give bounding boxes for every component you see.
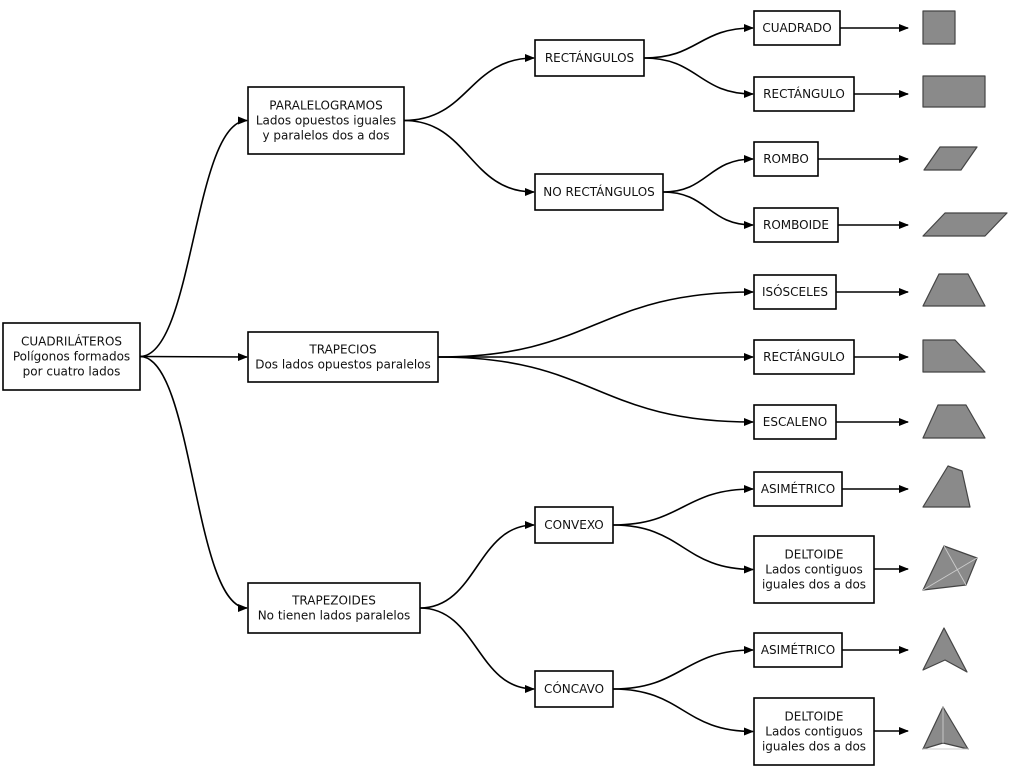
node-title: RECTÁNGULO bbox=[763, 86, 845, 101]
node-box bbox=[534, 506, 614, 544]
node-box bbox=[753, 10, 841, 46]
node-cuadrado: CUADRADO bbox=[753, 10, 841, 46]
node-convexo: CONVEXO bbox=[534, 506, 614, 544]
convex-kite-shape bbox=[922, 545, 978, 591]
edge-paralelogramos-to-no_rectangulos bbox=[403, 119, 535, 196]
node-title: TRAPEZOIDES bbox=[291, 594, 376, 608]
edge-root-to-paralelogramos bbox=[139, 116, 248, 358]
edge-concavo-to-asimetrico_concavo bbox=[612, 646, 754, 690]
edge-no_rectangulos-to-rombo bbox=[662, 155, 754, 193]
node-box bbox=[534, 173, 664, 211]
node-box bbox=[753, 404, 837, 440]
edge-convexo-to-asimetrico_convexo bbox=[612, 485, 754, 526]
concave-asymmetric-quadrilateral-shape bbox=[922, 627, 968, 673]
node-title: ASIMÉTRICO bbox=[761, 642, 835, 657]
node-asimetrico-concavo: ASIMÉTRICO bbox=[753, 632, 843, 668]
node-rombo: ROMBO bbox=[753, 141, 819, 177]
node-description: iguales dos a dos bbox=[762, 578, 866, 592]
edge-trapezoides-to-concavo bbox=[419, 607, 535, 693]
node-box bbox=[753, 141, 819, 177]
node-description: No tienen lados paralelos bbox=[258, 609, 411, 623]
node-isosceles: ISÓSCELES bbox=[753, 274, 837, 310]
node-description: Lados contiguos bbox=[765, 563, 862, 577]
node-box bbox=[247, 86, 405, 155]
edge-trapecios-to-escaleno bbox=[437, 356, 754, 426]
node-romboide: ROMBOIDE bbox=[753, 207, 839, 243]
edge-rectangulos-to-cuadrado bbox=[643, 24, 754, 59]
node-box bbox=[247, 331, 439, 383]
node-title: TRAPECIOS bbox=[308, 343, 376, 357]
edge-root-to-trapecios bbox=[139, 352, 248, 361]
node-box bbox=[753, 535, 875, 604]
node-title: CUADRILÁTEROS bbox=[21, 334, 122, 349]
node-box bbox=[753, 207, 839, 243]
node-description: Lados opuestos iguales bbox=[256, 114, 396, 128]
edge-rectangulos-to-rectangulo bbox=[643, 57, 754, 98]
node-title: ISÓSCELES bbox=[762, 284, 828, 299]
node-title: DELTOIDE bbox=[785, 710, 844, 724]
node-description: Polígonos formados bbox=[13, 350, 130, 364]
node-box bbox=[753, 274, 837, 310]
node-title: DELTOIDE bbox=[785, 548, 844, 562]
node-box bbox=[753, 697, 875, 766]
square-shape bbox=[922, 10, 956, 45]
node-box bbox=[534, 39, 645, 77]
node-box bbox=[753, 632, 843, 668]
edge-trapecios-to-isosceles bbox=[437, 288, 754, 358]
rectangle-shape bbox=[922, 75, 986, 108]
node-title: CUADRADO bbox=[762, 21, 831, 35]
node-title: RECTÁNGULO bbox=[763, 349, 845, 364]
rhombus-shape bbox=[923, 146, 978, 171]
node-description: Dos lados opuestos paralelos bbox=[255, 358, 431, 372]
node-title: CONVEXO bbox=[544, 518, 604, 532]
node-title: NO RECTÁNGULOS bbox=[543, 184, 655, 199]
edge-concavo-to-deltoide_concavo bbox=[612, 688, 754, 736]
edge-paralelogramos-to-rectangulos bbox=[403, 54, 535, 122]
node-box bbox=[534, 670, 614, 708]
node-description: iguales dos a dos bbox=[762, 740, 866, 754]
isosceles-trapezoid-shape bbox=[922, 273, 986, 307]
scalene-trapezoid-shape bbox=[922, 404, 986, 439]
node-asimetrico-convexo: ASIMÉTRICO bbox=[753, 471, 843, 507]
node-box bbox=[753, 339, 855, 375]
node-concavo: CÓNCAVO bbox=[534, 670, 614, 708]
convex-asymmetric-quadrilateral-shape bbox=[922, 465, 971, 508]
right-trapezoid-shape bbox=[922, 339, 986, 373]
node-trapecio-rectangulo: RECTÁNGULO bbox=[753, 339, 855, 375]
node-title: PARALELOGRAMOS bbox=[269, 99, 382, 113]
node-title: ROMBO bbox=[763, 152, 809, 166]
node-box bbox=[753, 76, 855, 112]
node-title: CÓNCAVO bbox=[544, 681, 604, 696]
edges-layer bbox=[139, 24, 909, 736]
node-title: ROMBOIDE bbox=[763, 218, 829, 232]
shapes-layer bbox=[922, 10, 1008, 750]
node-title: ESCALENO bbox=[763, 415, 827, 429]
edge-trapezoides-to-convexo bbox=[419, 521, 535, 609]
node-rectangulos: RECTÁNGULOS bbox=[534, 39, 645, 77]
node-title: ASIMÉTRICO bbox=[761, 481, 835, 496]
concave-kite-shape bbox=[922, 706, 969, 750]
node-box bbox=[2, 322, 141, 391]
node-description: por cuatro lados bbox=[23, 365, 121, 379]
node-rectangulo: RECTÁNGULO bbox=[753, 76, 855, 112]
node-box bbox=[247, 582, 421, 634]
rhomboid-shape bbox=[922, 212, 1008, 237]
node-description: y paralelos dos a dos bbox=[262, 129, 389, 143]
edge-no_rectangulos-to-romboide bbox=[662, 191, 754, 229]
node-no-rectangulos: NO RECTÁNGULOS bbox=[534, 173, 664, 211]
node-escaleno: ESCALENO bbox=[753, 404, 837, 440]
edge-convexo-to-deltoide_convexo bbox=[612, 524, 754, 574]
node-box bbox=[753, 471, 843, 507]
node-description: Lados contiguos bbox=[765, 725, 862, 739]
node-title: RECTÁNGULOS bbox=[545, 50, 634, 65]
edge-root-to-trapezoides bbox=[139, 355, 248, 612]
